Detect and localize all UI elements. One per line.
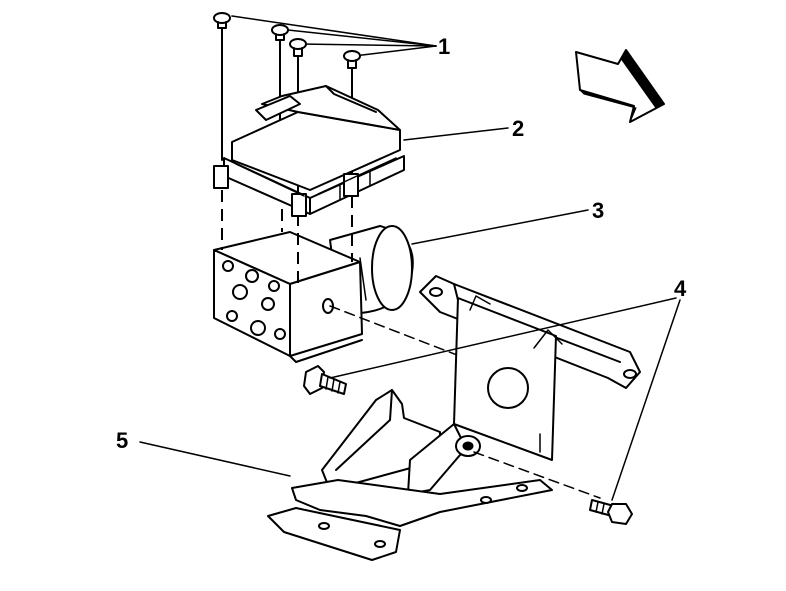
callout-4: 4 — [674, 276, 687, 301]
callout-2: 2 — [512, 116, 524, 141]
bolts — [303, 297, 681, 525]
screw — [271, 24, 289, 121]
bolt — [303, 365, 347, 395]
callout-1: 1 — [438, 34, 450, 59]
leader-3 — [411, 209, 589, 245]
front-arrow-icon — [575, 48, 665, 123]
callout-3: 3 — [592, 198, 604, 223]
modulator-assembly — [213, 225, 471, 363]
screw — [213, 12, 231, 161]
control-module — [213, 85, 509, 217]
bolt — [589, 499, 633, 525]
callout-5: 5 — [116, 428, 128, 453]
